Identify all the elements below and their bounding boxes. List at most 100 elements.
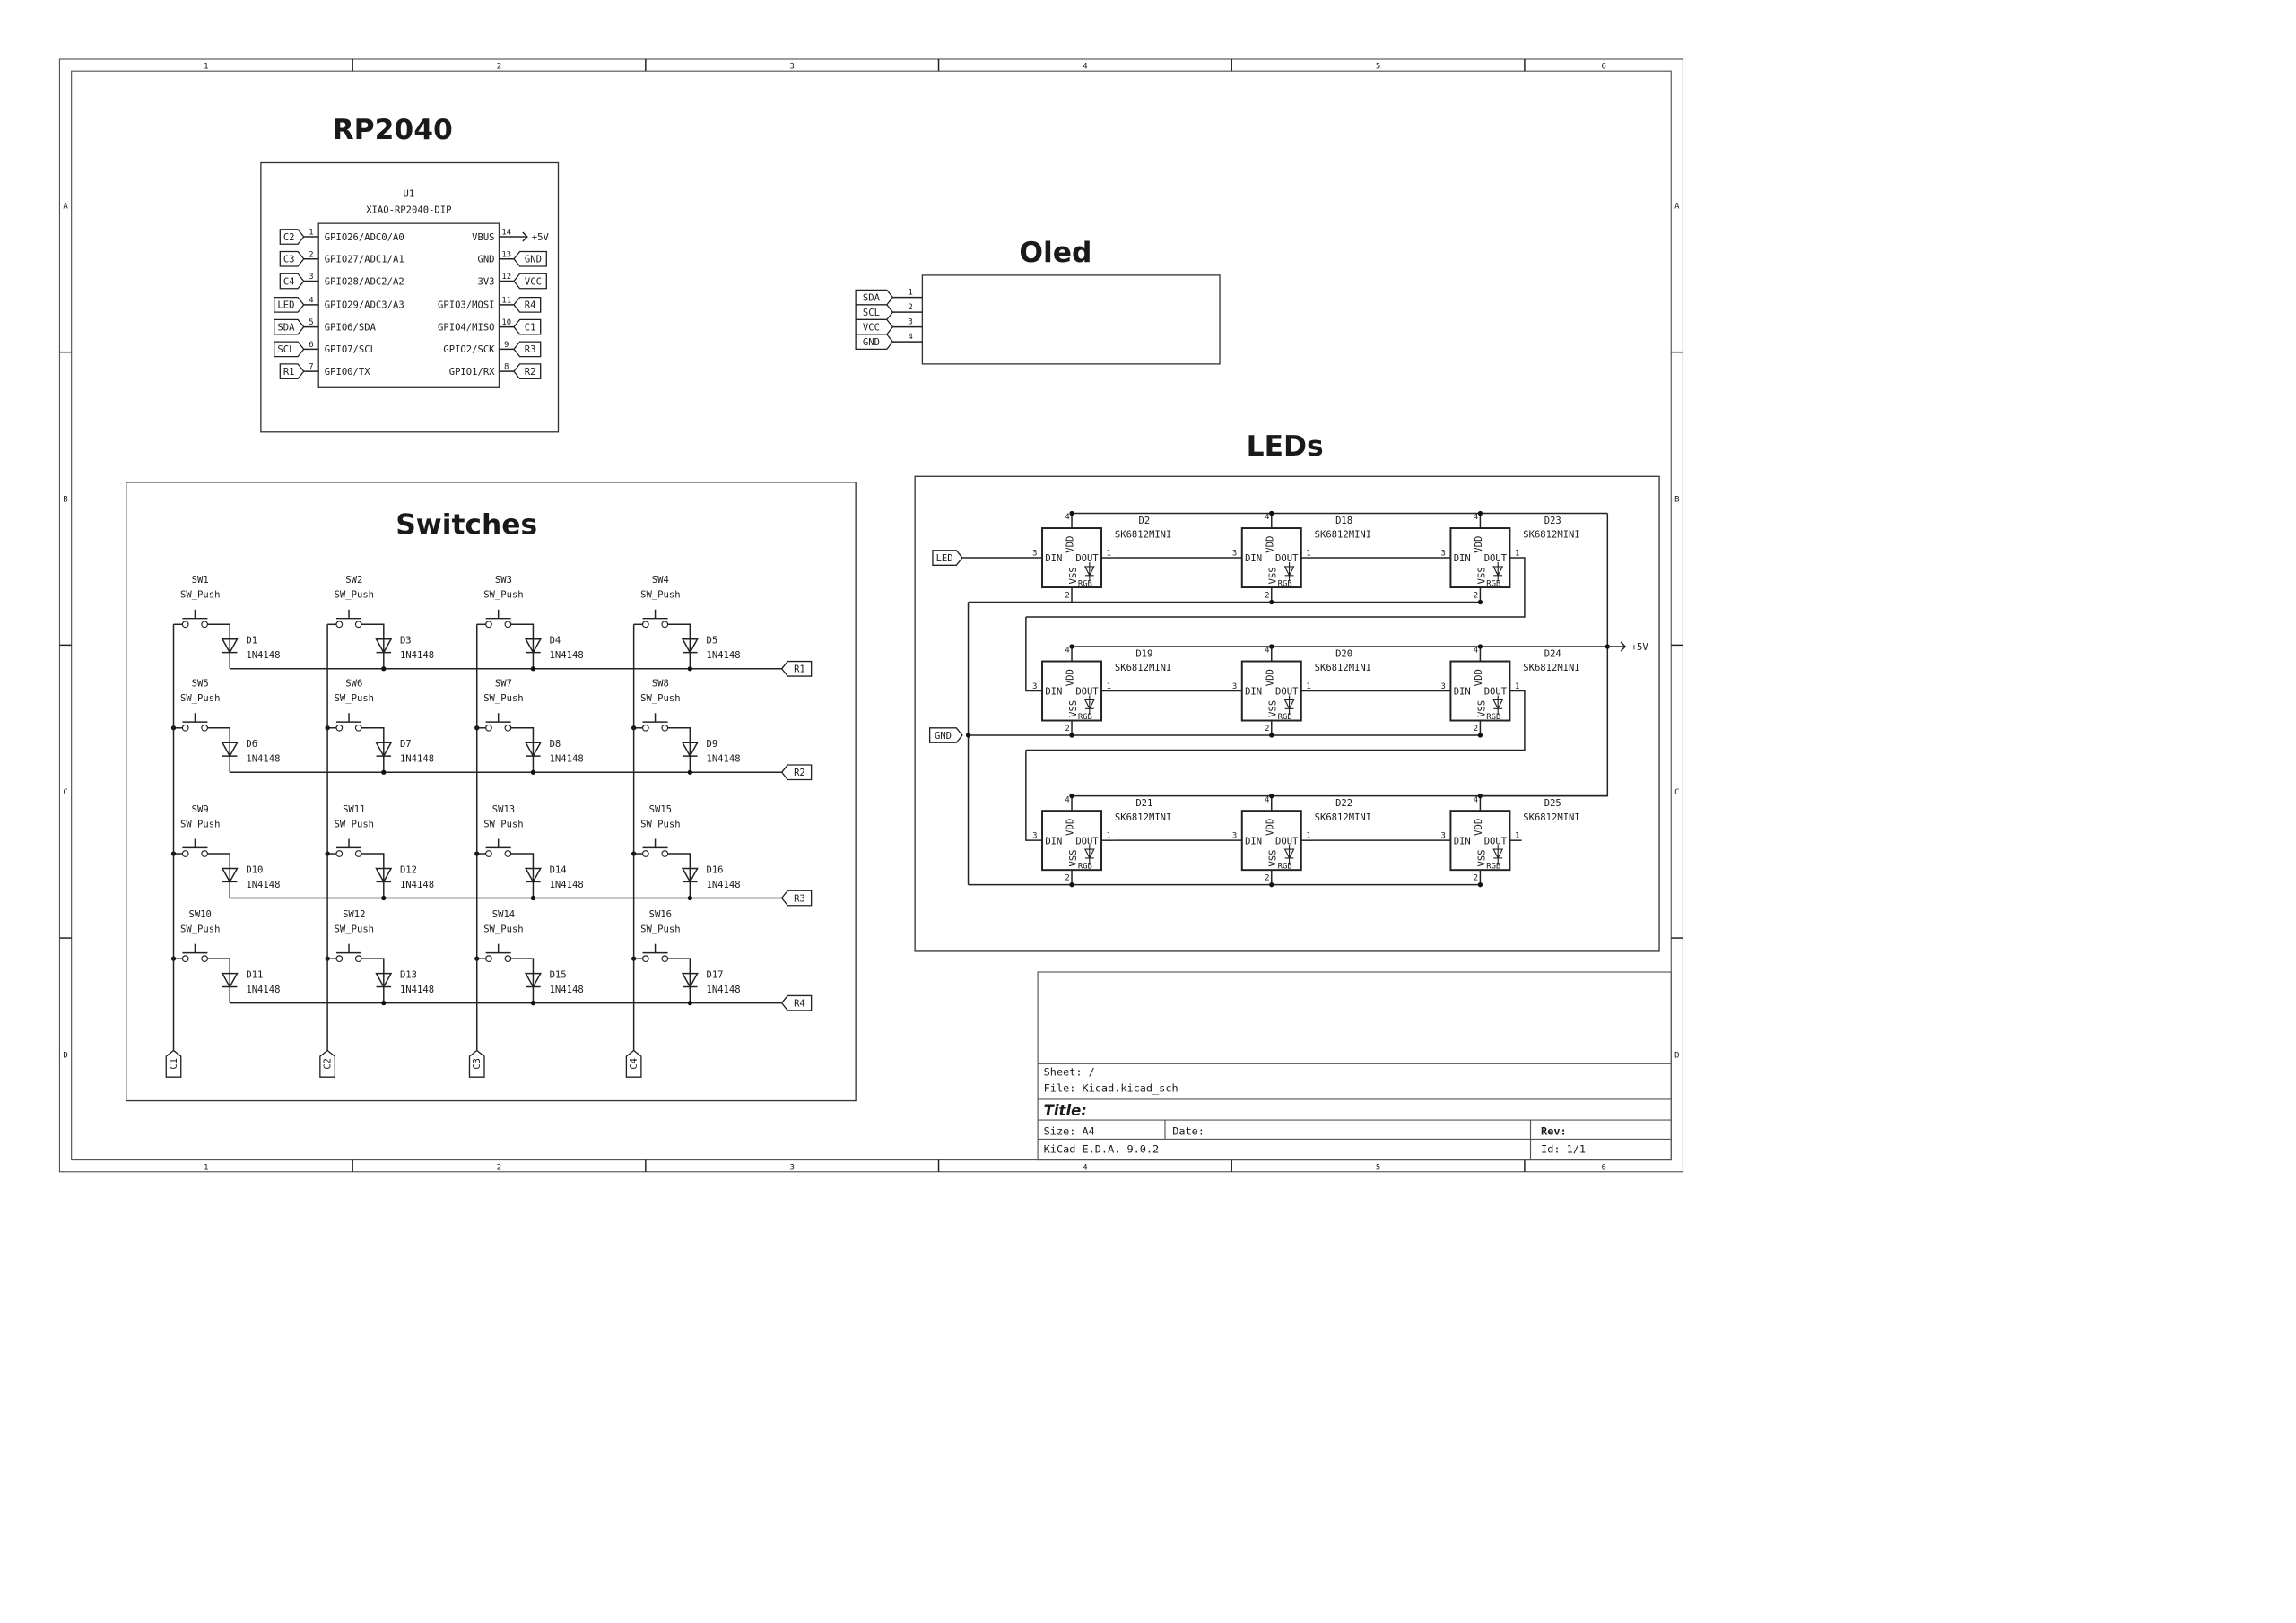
pin-din: DIN: [1454, 687, 1471, 698]
inner-border: [71, 70, 1672, 1161]
column-marker-bottom: 4: [1083, 1163, 1087, 1172]
net-label-scl[interactable]: SCL: [274, 341, 305, 358]
pin-vss: VSS: [1476, 567, 1487, 584]
switch-reference: SW12: [343, 909, 365, 920]
net-label-c1[interactable]: C1: [513, 318, 542, 335]
pin-number: 2: [1065, 725, 1069, 733]
pin-name: GPIO6/SDA: [325, 322, 377, 333]
net-label-r3[interactable]: R3: [513, 341, 542, 358]
switch-wire: [361, 853, 385, 898]
switch-contact: [661, 621, 669, 629]
u1-symbol[interactable]: [317, 222, 500, 388]
led-value: SK6812MINI: [1523, 663, 1580, 673]
rgb-label: RGB: [1078, 863, 1092, 872]
net-label-c4[interactable]: C4: [279, 273, 305, 290]
oled-symbol[interactable]: [921, 274, 1221, 365]
pin-name: GPIO4/MISO: [438, 322, 494, 333]
switch-wire: [207, 623, 230, 669]
diode-value: 1N4148: [706, 880, 740, 890]
pin-number: 4: [1265, 795, 1269, 804]
pin-name: 3V3: [477, 276, 494, 287]
pin-vss: VSS: [1068, 700, 1079, 717]
net-label-c3[interactable]: C3: [279, 250, 305, 267]
pin-vdd: VDD: [1065, 536, 1076, 553]
switch-reference: SW7: [495, 679, 512, 690]
net-label-vcc[interactable]: VCC: [513, 273, 547, 290]
switch-reference: SW5: [192, 679, 209, 690]
switch-value: SW_Push: [640, 693, 680, 704]
net-label-c2[interactable]: C2: [319, 1049, 336, 1078]
net-label-scl[interactable]: SCL: [855, 304, 894, 321]
pin-number: 3: [1440, 832, 1445, 841]
net-label-r3[interactable]: R3: [780, 890, 813, 907]
junction-dot: [687, 895, 692, 901]
switch-value: SW_Push: [483, 819, 523, 829]
switch-value: SW_Push: [335, 693, 374, 704]
net-label-r1[interactable]: R1: [780, 660, 813, 677]
switch-wire: [667, 623, 691, 669]
net-label-c4[interactable]: C4: [625, 1049, 642, 1078]
net-label-gnd[interactable]: GND: [855, 334, 894, 351]
rgb-label: RGB: [1486, 863, 1500, 872]
net-label-c3[interactable]: C3: [468, 1049, 485, 1078]
switch-contact: [485, 724, 492, 732]
led-value: SK6812MINI: [1315, 530, 1372, 541]
net-label-gnd[interactable]: GND: [928, 727, 963, 743]
net-label-gnd[interactable]: GND: [513, 250, 547, 267]
pin-number: 3: [1232, 682, 1237, 691]
switch-contact: [504, 955, 512, 963]
net-label-r2[interactable]: R2: [513, 363, 542, 380]
net-label-c1[interactable]: C1: [165, 1049, 182, 1078]
net-label-led[interactable]: LED: [932, 550, 963, 566]
net-label-r4[interactable]: R4: [780, 994, 813, 1011]
switch-wire: [207, 958, 230, 1003]
net-label-text: C1: [169, 1058, 179, 1070]
row-marker-left: B: [63, 495, 67, 504]
switch-contact: [641, 955, 649, 963]
net-label-r2[interactable]: R2: [780, 764, 813, 781]
pin-dout: DOUT: [1075, 687, 1099, 698]
title-label: Title:: [1044, 1102, 1087, 1119]
pin-number: 1: [1306, 832, 1310, 841]
junction-dot: [1269, 794, 1274, 799]
net-label-led[interactable]: LED: [274, 296, 305, 313]
led-diode-icon: [1283, 845, 1295, 864]
net-label-shape: [855, 289, 894, 306]
net-label-text: SDA: [277, 322, 295, 333]
net-label-c2[interactable]: C2: [279, 229, 305, 245]
net-label-sda[interactable]: SDA: [274, 318, 305, 335]
net-label-r1[interactable]: R1: [279, 363, 305, 380]
net-label-vcc[interactable]: VCC: [855, 318, 894, 335]
title-block-border: [1037, 971, 1672, 1161]
net-label-sda[interactable]: SDA: [855, 289, 894, 306]
led-diode-icon: [1492, 561, 1504, 582]
net-label-r4[interactable]: R4: [513, 296, 542, 313]
switch-value: SW_Push: [483, 693, 523, 704]
junction-dot: [1069, 510, 1074, 516]
